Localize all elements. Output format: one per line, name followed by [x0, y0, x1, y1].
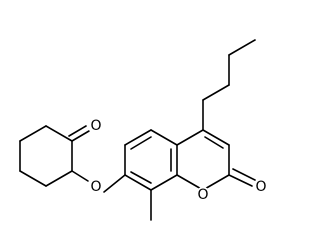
bond — [71, 170, 89, 182]
carbonyl-double-bond — [232, 168, 256, 181]
pyranone-ring — [176, 129, 256, 191]
benzene-ring — [124, 129, 178, 191]
bond — [124, 129, 152, 146]
bond — [45, 125, 73, 142]
alkene-bond — [204, 136, 224, 149]
bond — [124, 174, 152, 191]
bond — [45, 170, 73, 187]
bond — [19, 125, 47, 142]
bond — [202, 174, 230, 191]
ketone-double-bond — [68, 125, 87, 137]
bond — [176, 174, 204, 191]
bond — [19, 170, 47, 187]
bond — [176, 129, 204, 146]
bond — [202, 129, 230, 146]
atom-label: O — [90, 118, 101, 134]
aromatic-bond — [130, 136, 152, 150]
label-ether-oxygen: O — [88, 179, 104, 195]
ketone-double-bond — [71, 130, 90, 142]
bond — [150, 174, 178, 191]
atom-label: O — [90, 179, 101, 195]
bond — [150, 129, 178, 146]
bond — [228, 39, 256, 56]
bond — [202, 84, 230, 101]
cyclohexanone-ring — [19, 125, 90, 187]
label-ring-oxygen: O — [195, 187, 211, 203]
atom-label: O — [197, 187, 208, 203]
aromatic-bond — [130, 171, 152, 184]
ether-bond — [103, 174, 126, 193]
label-ketone-oxygen: O — [88, 118, 104, 134]
butyl-chain — [202, 39, 256, 131]
label-carbonyl-oxygen: O — [253, 179, 269, 195]
atom-label: O — [255, 179, 266, 195]
carbonyl-double-bond — [228, 174, 253, 187]
